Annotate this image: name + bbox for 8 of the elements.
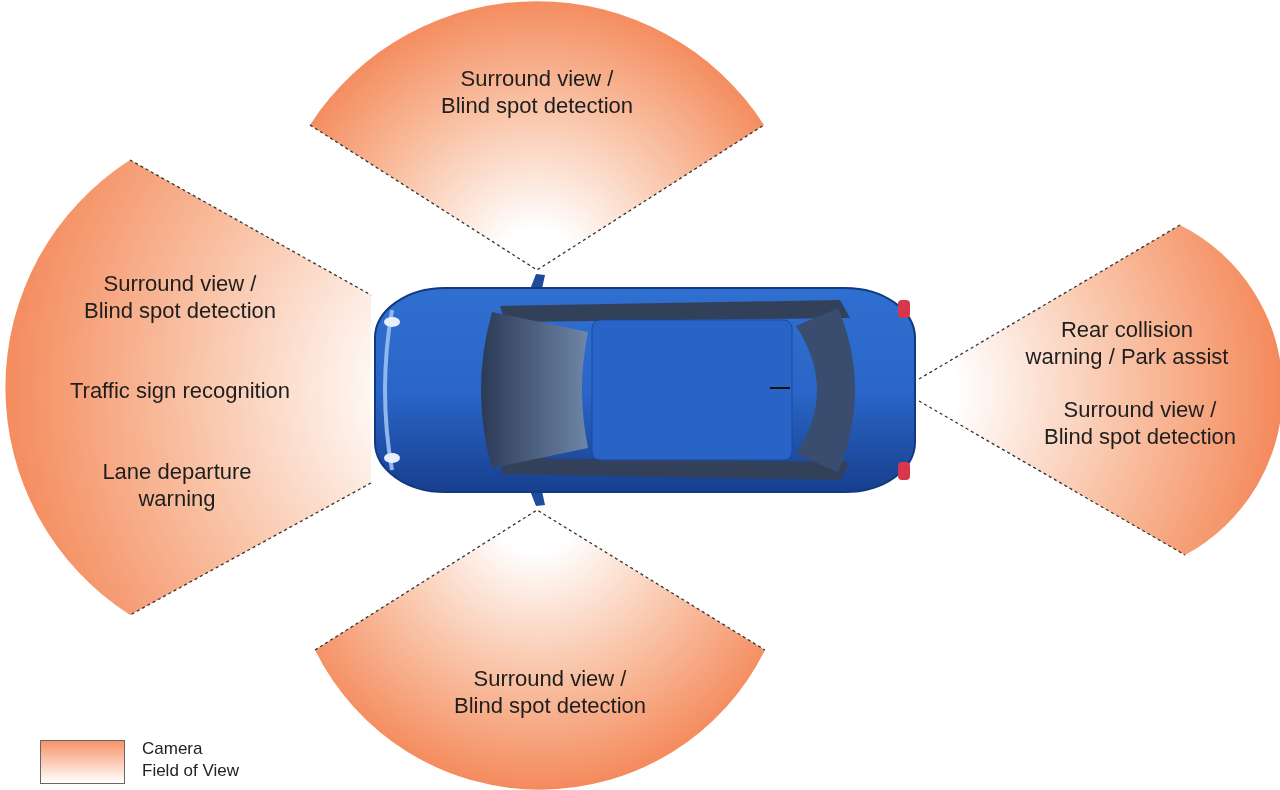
feature-label: Traffic sign recognition (68, 376, 292, 404)
feature-label: Surround view / Blind spot detection (83, 270, 277, 324)
feature-label: Rear collision warning / Park assist (1024, 316, 1230, 370)
feature-label: Surround view / Blind spot detection (1043, 396, 1237, 450)
feature-label: Lane departure warning (101, 458, 253, 512)
legend-text: Camera Field of View (142, 738, 240, 782)
feature-label: Surround view / Blind spot detection (440, 65, 634, 119)
feature-label: Surround view / Blind spot detection (453, 665, 647, 719)
